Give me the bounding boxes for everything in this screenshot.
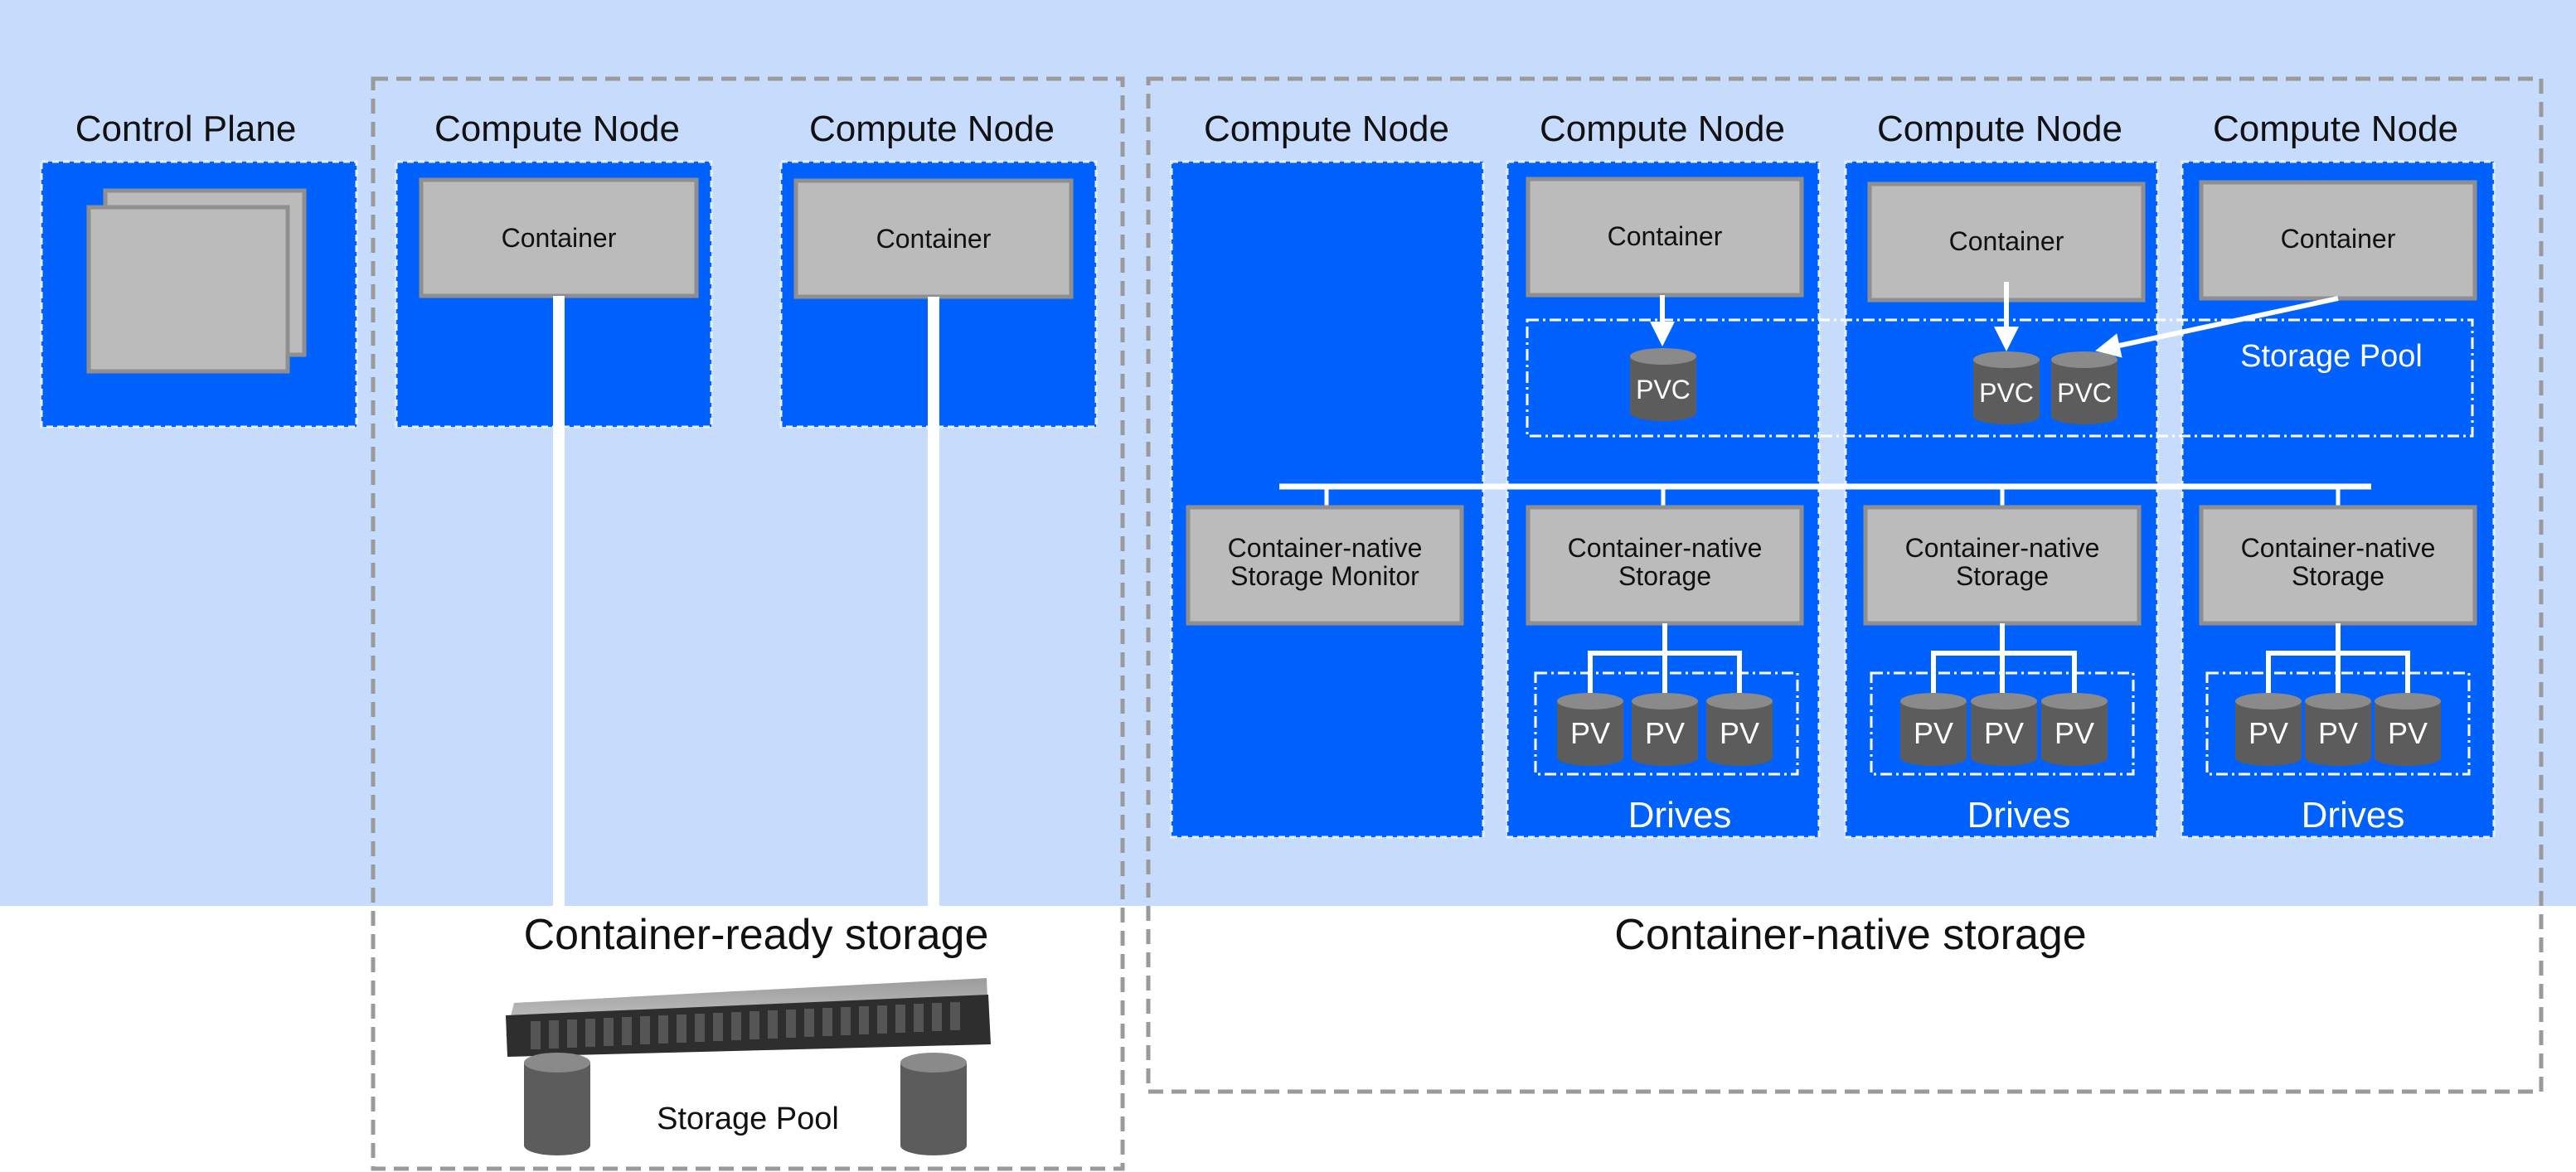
native-container-3: [2199, 180, 2477, 301]
ready-storage-cylinder-1: [524, 1053, 590, 1155]
drives-label-1: Drives: [1628, 795, 1732, 835]
ready-storage-pool-label: Storage Pool: [657, 1102, 839, 1136]
native-node-2-label: Compute Node: [1877, 109, 2122, 149]
drive-group-3: [2205, 671, 2471, 776]
drive-group-2: [1870, 671, 2135, 776]
pv-label: PV: [2054, 716, 2094, 750]
native-storage-2-label-line-1: Container-native: [1905, 533, 2100, 563]
pv-cylinder: [1971, 693, 2037, 766]
storage-array-image: [506, 978, 991, 1057]
native-storage-2-label-line-2: Storage: [1956, 561, 2049, 591]
pv-label: PV: [1570, 716, 1610, 750]
pv-cylinder: [1900, 693, 1967, 766]
drives-label-2: Drives: [1967, 795, 2071, 835]
pv-label: PV: [2388, 716, 2428, 750]
pvc-arrow-3: [2095, 296, 2339, 358]
pv-cylinder: [2375, 693, 2441, 766]
ready-node-2-label: Compute Node: [809, 109, 1055, 149]
native-storage-pool-region: [1526, 318, 2474, 438]
native-container-2: [1867, 182, 2146, 303]
container-native-storage-label: Container-native storage: [1614, 911, 2086, 959]
pv-cylinder: [1632, 693, 1698, 766]
ready-container-1-label: Container: [502, 223, 617, 253]
storage-monitor-label-line-1: Container-native: [1228, 533, 1423, 563]
pvc-label-c: PVC: [2057, 378, 2112, 408]
native-container-1: [1526, 177, 1804, 298]
ready-container-2-label: Container: [876, 224, 992, 254]
pv-cylinder: [2235, 693, 2302, 766]
native-monitor-node-label: Compute Node: [1204, 109, 1449, 149]
drive-group-1: [1534, 671, 1799, 776]
pvc-label-a: PVC: [1636, 375, 1691, 404]
pv-cylinder: [1706, 693, 1773, 766]
native-storage-1-label-line-2: Storage: [1618, 561, 1711, 591]
native-container-2-label: Container: [1949, 226, 2064, 256]
native-storage-3-label-line-1: Container-native: [2241, 533, 2436, 563]
native-storage-pool-label: Storage Pool: [2240, 339, 2423, 374]
storage-monitor-label-line-2: Storage Monitor: [1230, 561, 1419, 591]
pv-label: PV: [1984, 716, 2024, 750]
container-ready-group: [371, 76, 1125, 1171]
pv-label: PV: [1720, 716, 1759, 750]
control-plane-node: [40, 160, 358, 429]
native-node-3-label: Compute Node: [2213, 109, 2458, 149]
pv-cylinder: [1557, 693, 1623, 766]
control-plane-server-front: [86, 205, 290, 374]
pvc-cylinder-b: [1973, 351, 2040, 424]
ready-container-2: [793, 178, 1074, 299]
pv-cylinder: [2041, 693, 2108, 766]
ready-storage-cylinder-2: [900, 1053, 967, 1155]
ready-container-1: [419, 177, 699, 298]
native-node-1-label: Compute Node: [1540, 109, 1785, 149]
ready-node-1-label: Compute Node: [434, 109, 680, 149]
pv-label: PV: [1645, 716, 1685, 750]
pvc-cylinder-c: [2051, 351, 2118, 424]
pv-label: PV: [2318, 716, 2358, 750]
drives-label-3: Drives: [2302, 795, 2405, 835]
native-storage-box-1: [1526, 505, 1804, 626]
container-ready-storage-label: Container-ready storage: [524, 911, 989, 959]
storage-monitor-box: [1186, 505, 1464, 626]
native-container-3-label: Container: [2281, 224, 2396, 254]
native-storage-box-3: [2199, 505, 2477, 626]
native-storage-1-label-line-1: Container-native: [1568, 533, 1763, 563]
ready-compute-node-1: Container: [395, 160, 713, 429]
pv-label: PV: [2249, 716, 2288, 750]
container-native-group: [1146, 76, 2544, 1094]
native-container-1-label: Container: [1608, 221, 1723, 251]
pv-cylinder: [2305, 693, 2371, 766]
pvc-label-b: PVC: [1979, 378, 2034, 408]
control-plane-label: Control Plane: [75, 109, 297, 149]
native-storage-3-label-line-2: Storage: [2292, 561, 2384, 591]
pvc-cylinder-a: [1630, 348, 1696, 421]
pv-label: PV: [1914, 716, 1953, 750]
